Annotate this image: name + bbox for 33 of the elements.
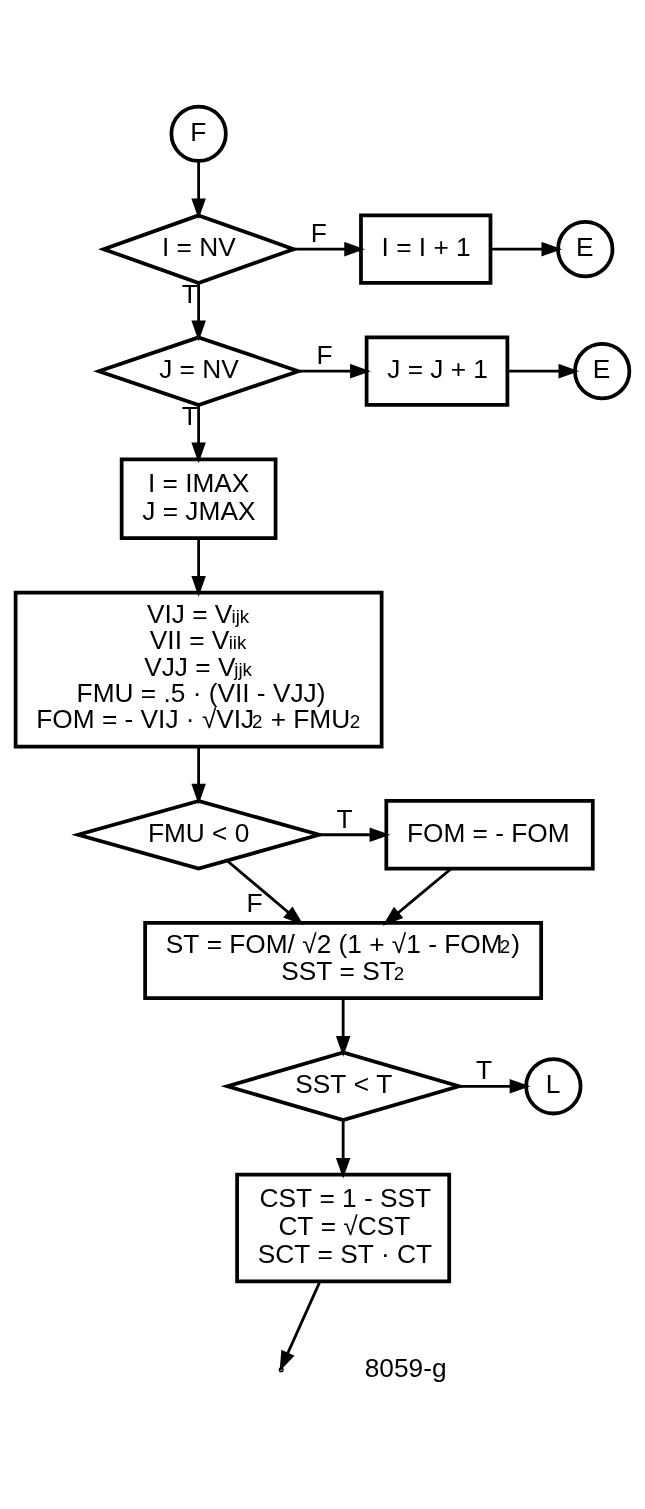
arrow [191,746,206,804]
arrow [490,241,563,256]
label: 8059-g [364,1352,447,1383]
arrow [191,405,206,463]
arrow [226,859,304,925]
edge-label: F [316,339,333,370]
arrow [507,363,580,378]
edge-label: T [336,803,353,834]
arrow [191,282,206,341]
node-box: ST = FOM/ √2 (1 + √1 - FOM2) SST = ST2 [143,920,544,1000]
arrow [191,538,206,597]
node-circle: E [573,341,632,400]
node-box: J = J + 1 [364,335,510,407]
node-box: I = I + 1 [359,213,493,285]
arrow [382,867,452,926]
edge-label: F [310,217,327,248]
arrow [299,363,371,378]
node-box: CST = 1 - SST CT = √CST SCT = ST · CT [235,1172,452,1283]
node-circle: F [169,104,228,163]
arrow [319,827,391,842]
arrow [335,1119,351,1179]
node-box: FOM = - FOM [384,798,595,870]
edge-label: F [246,887,263,918]
arrow [293,241,365,256]
arrow [279,1280,321,1372]
node-circle: L [524,1056,583,1115]
node-box: I = IMAX J = JMAX [119,457,278,540]
node-circle: E [556,219,615,278]
arrow [458,1078,531,1094]
edge-label: T [476,1054,493,1085]
arrow [191,160,206,219]
node-box: VIJ = Vijk VII = Viik VJJ = Vjjk FMU = .5 · (VII - VJJ) FOM = - VIJ · √VIJ2 + FMU2 [13,590,384,748]
arrow [335,997,351,1057]
